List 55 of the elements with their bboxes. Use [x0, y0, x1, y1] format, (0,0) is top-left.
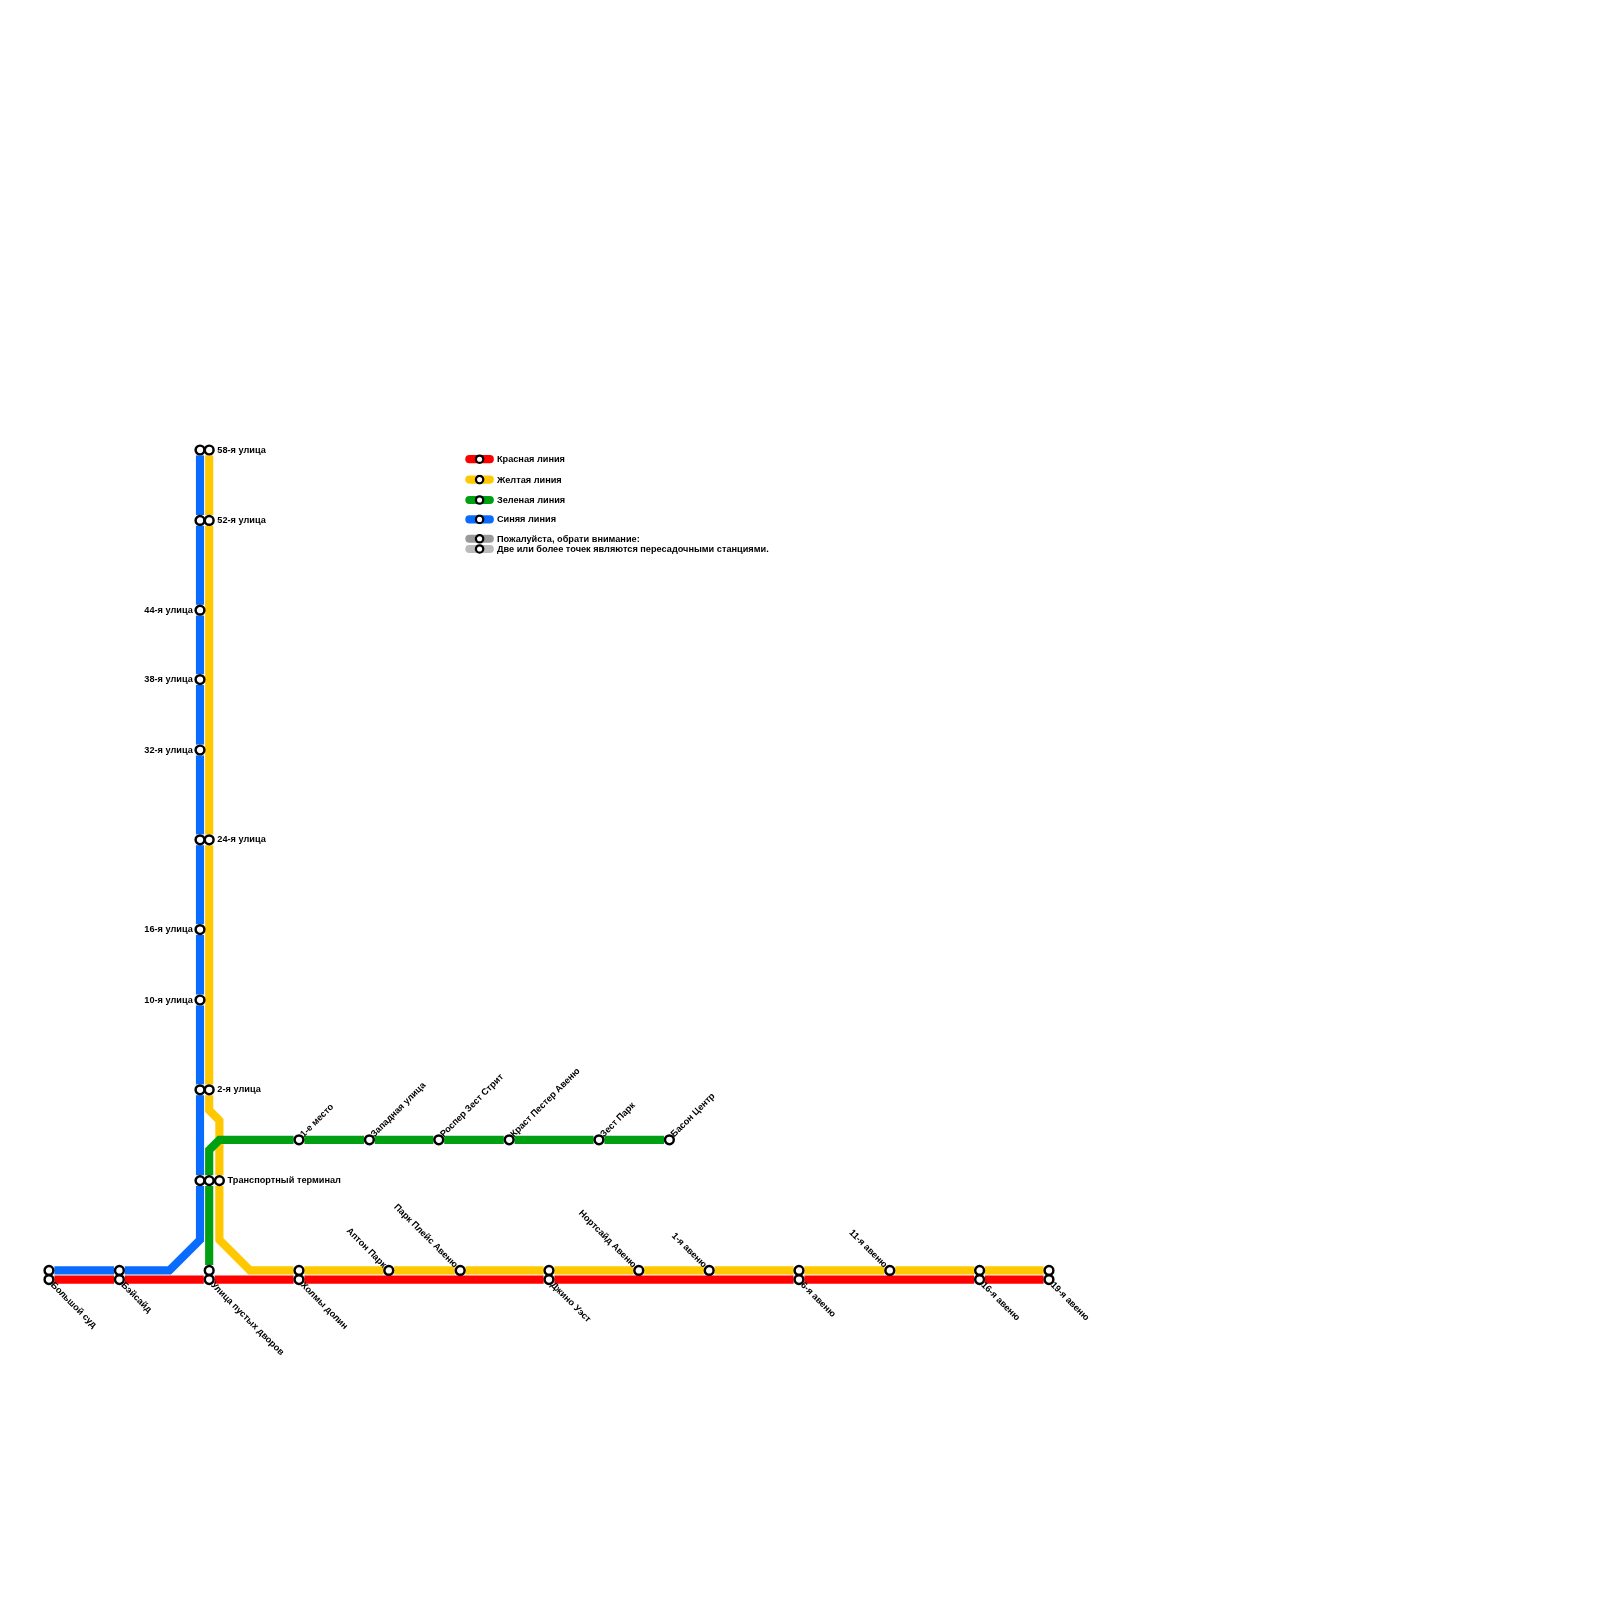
station-label: 10-я улица	[144, 994, 193, 1006]
metro-line-segment	[205, 1135, 294, 1176]
station-label: 44-я улица	[144, 604, 193, 616]
metro-line-segment	[124, 1275, 204, 1284]
legend-label: Пожалуйста, обрати внимание:	[496, 533, 640, 544]
metro-line-segment	[205, 1186, 214, 1265]
metro-line-segment	[895, 1266, 975, 1275]
metro-line-segment	[195, 755, 205, 835]
station-label: 52-я улица	[217, 514, 266, 526]
station-label: 2-я улица	[217, 1084, 261, 1096]
station-label: 58-я улица	[217, 444, 266, 456]
station-label: Транспортный терминал	[227, 1175, 341, 1187]
metro-line-segment	[554, 1266, 634, 1275]
station-label: 38-я улица	[144, 674, 193, 686]
station-label: 16-я улица	[144, 924, 193, 936]
metro-line-segment	[304, 1266, 384, 1275]
metro-line-segment	[554, 1275, 794, 1284]
metro-line-segment	[304, 1275, 544, 1284]
metro-line-segment	[604, 1135, 664, 1144]
metro-line-segment	[205, 525, 214, 835]
metro-line-segment	[804, 1266, 885, 1275]
legend-label: Красная линия	[496, 453, 565, 465]
metro-line-segment	[124, 1186, 205, 1275]
metro-line-segment	[465, 1266, 544, 1275]
metro-line-segment	[195, 525, 205, 605]
metro-line-segment	[195, 1005, 205, 1085]
metro-line-segment	[54, 1275, 114, 1284]
metro-line-segment	[205, 455, 214, 515]
metro-line-segment	[804, 1275, 975, 1284]
legend-label: Желтая линия	[496, 474, 562, 486]
metro-line-segment	[214, 1275, 294, 1284]
metro-line-segment	[195, 615, 205, 675]
metro-line-segment	[394, 1266, 455, 1275]
metro-line-segment	[54, 1266, 114, 1275]
legend-label: Две или более точек являются пересадочными станциями.	[496, 543, 769, 555]
metro-line-segment	[644, 1266, 704, 1275]
station-label: 32-я улица	[144, 744, 193, 756]
metro-line-segment	[195, 935, 205, 995]
metro-line-segment	[195, 685, 205, 745]
metro-line-segment	[374, 1135, 434, 1144]
legend-label: Синяя линия	[496, 513, 557, 525]
metro-line-segment	[514, 1135, 594, 1144]
metro-line-segment	[304, 1135, 364, 1144]
station-label: 24-я улица	[217, 834, 266, 846]
metro-line-segment	[444, 1135, 504, 1144]
metro-line-segment	[205, 1095, 224, 1176]
legend-label: Зеленая линия	[496, 494, 566, 506]
metro-line-segment	[985, 1266, 1044, 1275]
metro-line-segment	[714, 1266, 794, 1275]
metro-line-segment	[985, 1275, 1044, 1284]
metro-line-segment	[205, 845, 214, 1085]
metro-line-segment	[215, 1186, 294, 1275]
metro-line-segment	[195, 845, 205, 925]
metro-line-segment	[195, 1095, 205, 1176]
metro-line-segment	[195, 455, 205, 515]
